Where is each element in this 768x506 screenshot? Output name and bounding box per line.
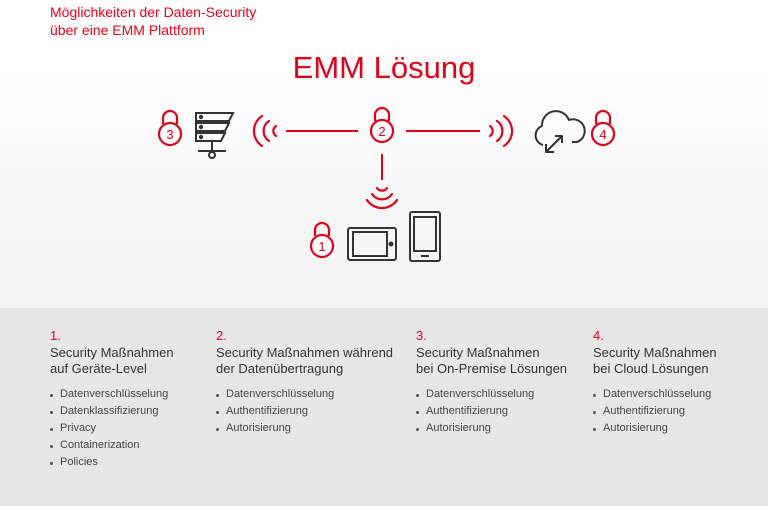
list-item: Datenverschlüsselung: [216, 386, 406, 403]
padlock-icon-4: 4: [590, 109, 616, 147]
padlock-label: 1: [318, 239, 325, 254]
list-item: Datenverschlüsselung: [50, 386, 225, 403]
wireless-signal-icon: [488, 114, 514, 148]
list-item: Autorisierung: [216, 420, 406, 437]
page-subtitle: Möglichkeiten der Daten-Security über ei…: [50, 3, 256, 39]
measure-column-3: 3. Security Maßnahmen bei On-Premise Lös…: [416, 328, 591, 437]
padlock-label: 2: [378, 124, 385, 139]
heading-line: Security Maßnahmen: [416, 345, 540, 360]
heading-line: Security Maßnahmen: [50, 345, 174, 360]
list-item: Datenverschlüsselung: [416, 386, 591, 403]
measure-list: Datenverschlüsselung Authentifizierung A…: [216, 386, 406, 437]
wireless-signal-icon: [365, 186, 399, 210]
list-item: Policies: [50, 454, 225, 471]
measure-list: Datenverschlüsselung Authentifizierung A…: [593, 386, 768, 437]
heading-line: Security Maßnahmen während: [216, 345, 394, 360]
column-heading: Security Maßnahmen während der Datenüber…: [216, 345, 406, 377]
padlock-icon-3: 3: [157, 109, 183, 147]
list-item: Autorisierung: [593, 420, 768, 437]
subtitle-line-2: über eine EMM Plattform: [50, 22, 205, 38]
list-item: Authentifizierung: [416, 403, 591, 420]
cloud-sync-icon: [534, 110, 586, 153]
padlock-label: 4: [599, 127, 606, 142]
measure-list: Datenverschlüsselung Authentifizierung A…: [416, 386, 591, 437]
page-title: EMM Lösung: [292, 50, 476, 85]
column-number: 2.: [216, 328, 227, 343]
column-number: 3.: [416, 328, 427, 343]
emm-diagram: 3 2 4 1: [157, 106, 616, 262]
column-number: 1.: [50, 328, 61, 343]
heading-line: bei Cloud Lösungen: [593, 361, 709, 376]
heading-line: der Datenübertragung: [216, 361, 344, 376]
server-icon: [195, 112, 235, 159]
list-item: Datenverschlüsselung: [593, 386, 768, 403]
list-item: Privacy: [50, 420, 225, 437]
heading-line: auf Geräte-Level: [50, 361, 147, 376]
column-heading: Security Maßnahmen bei On-Premise Lösung…: [416, 345, 591, 377]
measure-column-4: 4. Security Maßnahmen bei Cloud Lösungen…: [593, 328, 768, 437]
column-heading: Security Maßnahmen auf Geräte-Level: [50, 345, 225, 377]
measures-panel: [0, 308, 768, 506]
list-item: Datenklassifizierung: [50, 403, 225, 420]
list-item: Containerization: [50, 437, 225, 454]
heading-line: Security Maßnahmen: [593, 345, 717, 360]
list-item: Authentifizierung: [593, 403, 768, 420]
list-item: Autorisierung: [416, 420, 591, 437]
subtitle-line-1: Möglichkeiten der Daten-Security: [50, 4, 257, 20]
measure-list: Datenverschlüsselung Datenklassifizierun…: [50, 386, 225, 471]
measure-column-1: 1. Security Maßnahmen auf Geräte-Level D…: [50, 328, 225, 471]
wireless-signal-icon: [252, 114, 278, 148]
list-item: Authentifizierung: [216, 403, 406, 420]
measure-column-2: 2. Security Maßnahmen während der Datenü…: [216, 328, 406, 437]
heading-line: bei On-Premise Lösungen: [416, 361, 568, 376]
smartphone-icon: [409, 211, 441, 262]
column-heading: Security Maßnahmen bei Cloud Lösungen: [593, 345, 768, 377]
tablet-icon: [347, 227, 397, 261]
padlock-icon-1: 1: [309, 221, 335, 259]
padlock-label: 3: [166, 127, 173, 142]
padlock-icon-2: 2: [369, 106, 395, 144]
column-number: 4.: [593, 328, 604, 343]
